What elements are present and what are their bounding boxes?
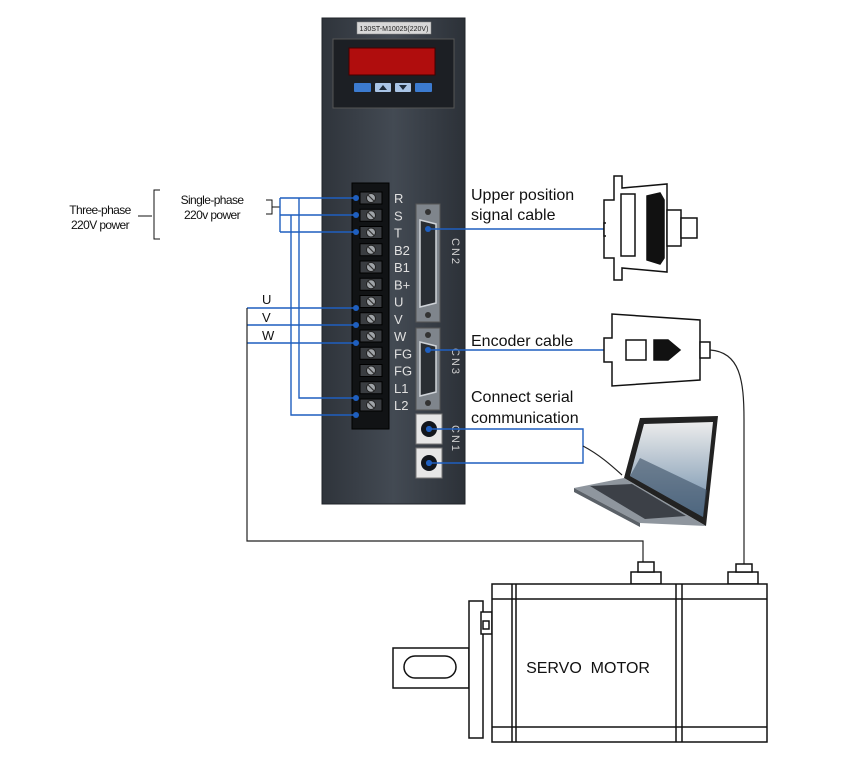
svg-text:Single-phase: Single-phase <box>181 193 245 207</box>
terminal-label: B1 <box>394 260 410 275</box>
terminal-label: S <box>394 208 403 223</box>
terminal-screw <box>359 243 383 257</box>
terminal-label: FG <box>394 346 412 361</box>
svg-text:signal cable: signal cable <box>471 207 556 224</box>
serial-comm-label: Connect serial communication <box>471 389 579 427</box>
terminal-label: U <box>394 295 403 310</box>
terminal-screw <box>359 329 383 343</box>
servo-drive: 130ST-M10025(220V) RSTB2B1B+UVWFGFGL1L2 … <box>321 17 466 505</box>
cn2-label: CN2 <box>449 238 461 266</box>
terminal-label: B+ <box>394 277 410 292</box>
svg-text:Upper position: Upper position <box>471 187 574 204</box>
encoder-cable <box>709 349 745 566</box>
motor-power-cable <box>246 308 644 572</box>
terminal-screw <box>359 346 383 360</box>
terminal-screw <box>359 398 383 412</box>
terminal-label: T <box>394 226 402 241</box>
terminal-label: R <box>394 191 403 206</box>
terminal-screw <box>359 295 383 308</box>
upper-position-label: Upper position signal cable <box>471 187 574 224</box>
terminal-screw <box>359 364 383 377</box>
svg-text:W: W <box>262 328 275 343</box>
svg-text:220V power: 220V power <box>71 218 130 232</box>
model-plate-text: 130ST-M10025(220V) <box>360 26 429 33</box>
terminal-screw <box>359 312 383 326</box>
signal-wires <box>425 226 604 466</box>
terminal-screw <box>359 226 383 239</box>
cn3-connector[interactable] <box>415 327 441 411</box>
svg-text:communication: communication <box>471 410 579 427</box>
terminal-screw <box>359 208 383 222</box>
cn3-label: CN3 <box>449 348 461 376</box>
servo-motor-label: SERVO MOTOR <box>526 660 650 677</box>
servo-motor <box>392 561 768 743</box>
led-display <box>348 47 436 76</box>
power-brackets <box>138 189 280 240</box>
laptop-icon <box>574 416 718 527</box>
terminal-label: L2 <box>394 398 408 413</box>
svg-text:V: V <box>262 310 271 325</box>
three-phase-power-label: Three-phase 220V power <box>69 203 132 232</box>
svg-text:220v power: 220v power <box>184 208 241 222</box>
cn2-connector[interactable] <box>415 203 441 323</box>
terminal-label: L1 <box>394 381 408 396</box>
terminal-label: W <box>394 329 407 344</box>
db-signal-plug <box>603 175 698 281</box>
svg-text:Three-phase: Three-phase <box>69 203 131 217</box>
motor-phase-labels: U V W <box>262 292 275 343</box>
mode-key[interactable] <box>354 83 371 92</box>
svg-text:Connect serial: Connect serial <box>471 389 573 406</box>
encoder-cable-label: Encoder cable <box>471 333 573 350</box>
single-phase-power-label: Single-phase 220v power <box>181 193 245 222</box>
terminal-screw <box>359 381 383 395</box>
cn1-label: CN1 <box>449 425 461 453</box>
terminal-screw <box>359 260 383 274</box>
terminal-label: V <box>394 312 403 327</box>
motor-phase-wires <box>247 305 359 346</box>
terminal-label: B2 <box>394 243 410 258</box>
terminal-label: FG <box>394 364 412 379</box>
set-key[interactable] <box>415 83 432 92</box>
serial-cable <box>582 445 623 476</box>
down-arrow-icon <box>399 85 407 90</box>
svg-text:U: U <box>262 292 271 307</box>
up-arrow-icon <box>379 85 387 90</box>
power-wires <box>279 195 359 418</box>
encoder-plug <box>603 313 711 387</box>
model-plate <box>356 21 432 35</box>
terminal-screw <box>359 277 383 291</box>
terminal-screw <box>359 191 383 205</box>
